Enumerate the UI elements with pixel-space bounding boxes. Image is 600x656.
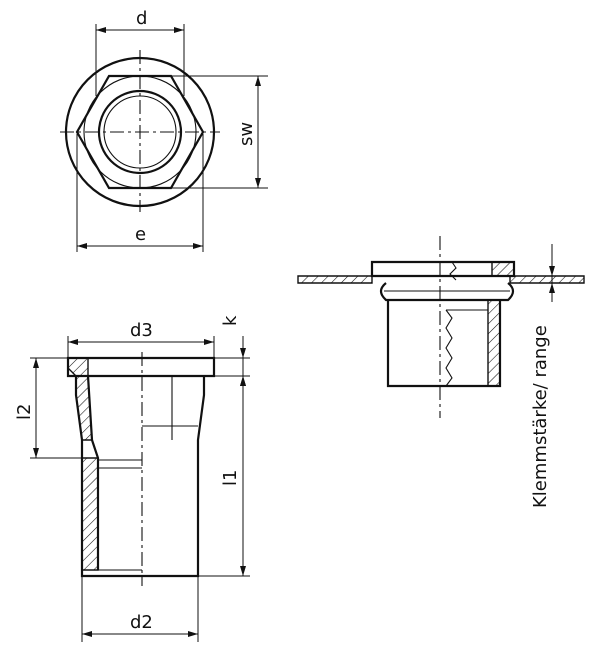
sw-arrow-top <box>255 76 261 86</box>
thread-break-upper <box>449 261 457 281</box>
top-view: d sw e <box>60 8 268 252</box>
installed-view: Klemmstärke/ range <box>297 236 585 508</box>
lower-wall-hatch <box>81 457 99 571</box>
d3-arrow-right <box>204 339 214 345</box>
sheet-top-plate-right <box>509 275 585 284</box>
e-arrow-left <box>77 243 87 249</box>
installed-body <box>386 300 502 388</box>
range-arrow-bottom <box>549 283 555 293</box>
range-label: Klemmstärke/ range <box>530 325 551 508</box>
l1-label: l1 <box>220 470 241 486</box>
thread-break-lower <box>445 309 453 387</box>
installed-flange-hatch <box>491 261 515 277</box>
e-arrow-right <box>193 243 203 249</box>
range-arrow-top <box>549 266 555 276</box>
installed-wall-hatch <box>487 299 501 387</box>
flange-outline <box>66 356 216 378</box>
side-view: d3 k l2 l1 d2 <box>14 315 250 642</box>
d-arrow-left <box>96 27 106 33</box>
sw-arrow-bottom <box>255 178 261 188</box>
d-arrow-right <box>174 27 184 33</box>
d2-label: d2 <box>130 612 153 633</box>
hexagon-outline <box>75 74 205 190</box>
hex-interior <box>142 376 198 440</box>
sheet-top-plate <box>297 275 373 284</box>
l2-arrow-bottom <box>33 448 39 458</box>
sw-label: sw <box>236 122 257 146</box>
l1-arrow-bottom <box>240 566 246 576</box>
d3-label: d3 <box>130 320 153 341</box>
k-arrow-top <box>240 348 246 358</box>
l2-arrow-top <box>33 358 39 368</box>
d2-arrow-left <box>82 631 92 637</box>
d-label: d <box>136 8 147 29</box>
l1-arrow-top <box>240 376 246 386</box>
flange-hatch <box>67 357 89 377</box>
e-label: e <box>135 224 146 245</box>
k-label: k <box>220 315 241 326</box>
d2-arrow-right <box>188 631 198 637</box>
d3-arrow-left <box>68 339 78 345</box>
upset-bulge <box>379 282 515 302</box>
l2-label: l2 <box>14 404 35 420</box>
